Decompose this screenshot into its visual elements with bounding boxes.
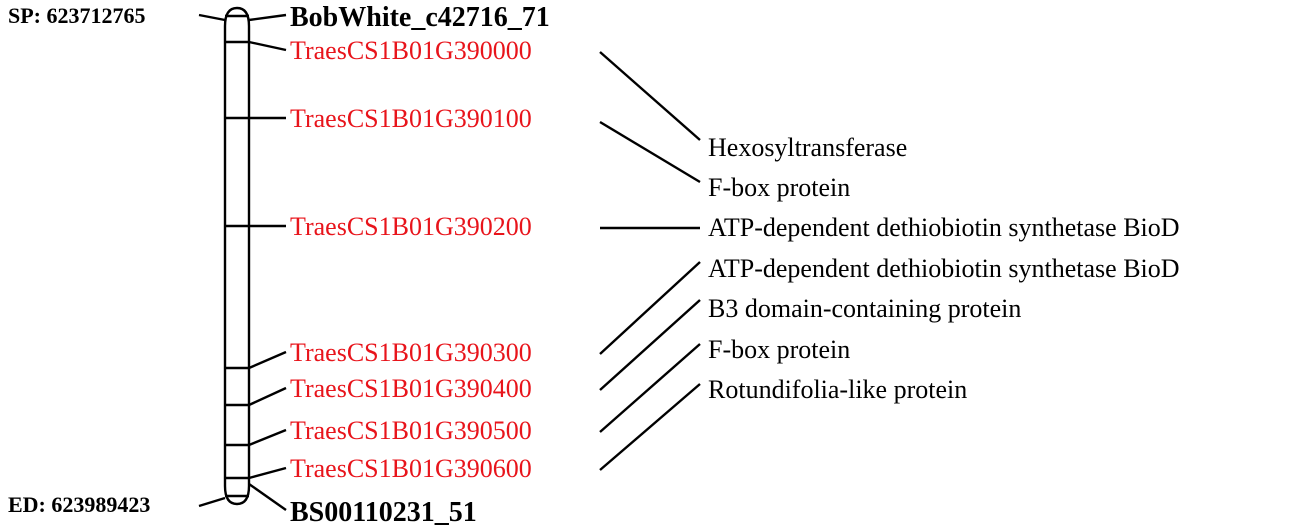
bottom-marker-connector — [248, 483, 287, 511]
function-connector — [599, 120, 701, 184]
gene-label: TraesCS1B01G390400 — [290, 374, 532, 403]
end-position-label: ED: 623989423 — [8, 492, 150, 517]
function-label: ATP-dependent dethiobiotin synthetase Bi… — [708, 254, 1180, 283]
function-label: Hexosyltransferase — [708, 133, 907, 162]
function-connector — [599, 343, 701, 433]
gene-label: TraesCS1B01G390500 — [290, 416, 532, 445]
top-marker-connector — [248, 13, 287, 22]
bottom-marker-label: BS00110231_51 — [290, 497, 477, 528]
function-connector — [599, 299, 701, 391]
function-label: Rotundifolia-like protein — [708, 375, 967, 404]
function-connector — [599, 51, 701, 141]
function-label: F-box protein — [708, 335, 850, 364]
gene-connector — [248, 386, 287, 407]
gene-label: TraesCS1B01G390300 — [290, 338, 532, 367]
gene-connector — [248, 466, 287, 480]
start-position-connector — [198, 13, 226, 22]
gene-label: TraesCS1B01G390200 — [290, 212, 532, 241]
chromosome-bar — [223, 6, 251, 506]
function-connector — [599, 383, 701, 471]
function-label: ATP-dependent dethiobiotin synthetase Bi… — [708, 213, 1180, 242]
gene-label: TraesCS1B01G390600 — [290, 454, 532, 483]
gene-label: TraesCS1B01G390100 — [290, 104, 532, 133]
function-label: B3 domain-containing protein — [708, 294, 1021, 323]
gene-connector — [248, 428, 287, 447]
gene-label: TraesCS1B01G390000 — [290, 36, 532, 65]
top-marker-label: BobWhite_c42716_71 — [290, 2, 550, 33]
function-connector — [599, 261, 701, 355]
gene-connector — [248, 40, 287, 52]
function-label: F-box protein — [708, 173, 850, 202]
end-position-connector — [198, 496, 226, 508]
start-position-label: SP: 623712765 — [8, 3, 146, 28]
gene-connector — [248, 350, 287, 370]
